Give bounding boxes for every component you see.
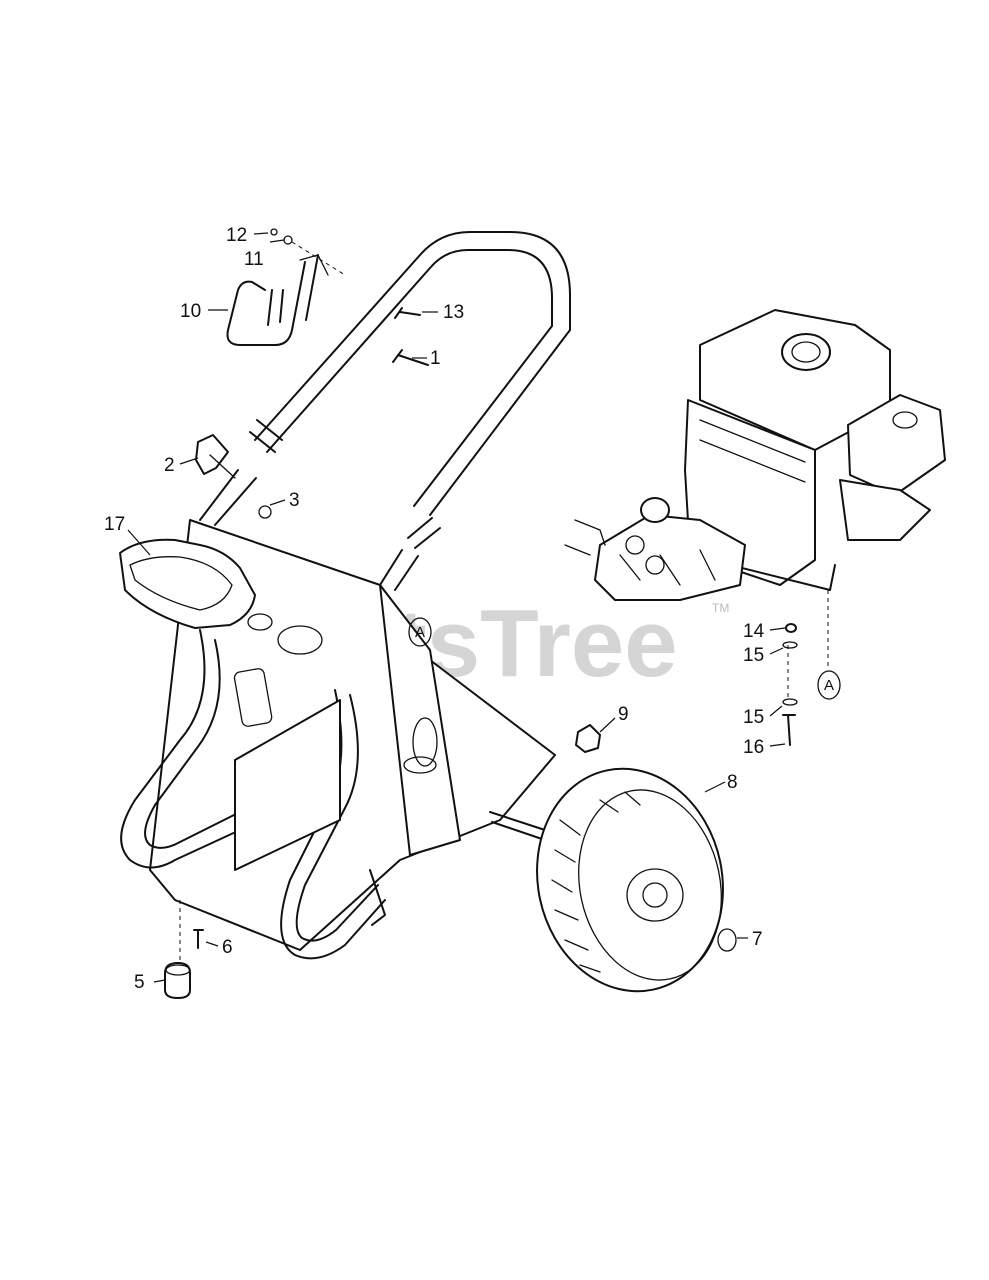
engine-pump <box>564 309 946 700</box>
watermark-trademark: TM <box>712 601 729 615</box>
cart-frame <box>120 231 571 960</box>
reference-label: A <box>824 677 834 694</box>
callout-8: 8 <box>727 772 738 793</box>
callout-12: 12 <box>226 225 247 246</box>
callout-6: 6 <box>222 937 233 958</box>
callout-15-upper: 15 <box>743 645 764 666</box>
reference-mark-A-frame: A <box>408 617 432 647</box>
grommet <box>575 724 601 753</box>
callout-3: 3 <box>289 490 300 511</box>
callout-7: 7 <box>752 929 763 950</box>
tray <box>119 538 256 629</box>
bolts <box>258 307 429 519</box>
callout-2: 2 <box>164 455 175 476</box>
callout-10: 10 <box>180 301 201 322</box>
callout-13: 13 <box>443 302 464 323</box>
callout-15-lower: 15 <box>743 707 764 728</box>
callout-1: 1 <box>430 348 441 369</box>
wheel <box>536 767 724 993</box>
reference-label: A <box>415 624 425 641</box>
callout-14: 14 <box>743 621 765 642</box>
knob <box>195 434 236 479</box>
clip-ring <box>717 928 737 952</box>
washers <box>270 228 346 276</box>
foot-and-rivet <box>164 900 204 999</box>
callout-16: 16 <box>743 737 764 758</box>
engine-mount-hardware <box>782 623 798 746</box>
hose-hook <box>226 254 329 346</box>
callout-11: 11 <box>244 249 264 270</box>
callout-9: 9 <box>618 704 629 725</box>
callout-5: 5 <box>134 972 145 993</box>
callout-17: 17 <box>104 514 125 535</box>
callout-labels: 12 11 10 13 1 2 3 17 9 8 7 6 5 14 15 15 … <box>104 225 765 993</box>
reference-mark-A-engine: A <box>817 670 841 700</box>
callout-leaders <box>127 232 786 983</box>
